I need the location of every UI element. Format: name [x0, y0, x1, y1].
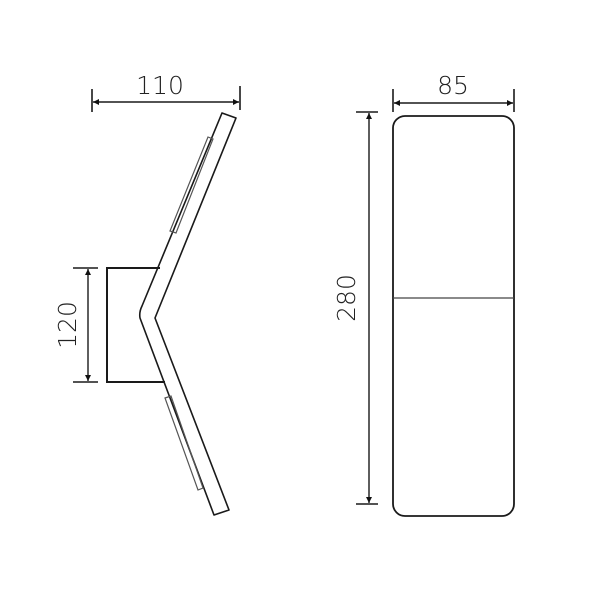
lamp-front-outline: [392, 115, 515, 517]
wall-bracket: [106, 267, 165, 383]
dimension-280-label: 280: [332, 274, 361, 322]
dimension-110: [91, 86, 241, 112]
led-strip-lower: [164, 395, 204, 491]
dimension-85-label: 85: [437, 71, 469, 100]
dimension-110-label: 110: [136, 71, 184, 100]
dimension-85: [392, 89, 515, 112]
side-view: 110 120: [53, 71, 241, 516]
dimension-280: [356, 111, 378, 505]
dimension-120: [73, 267, 98, 383]
led-strip-upper: [169, 136, 214, 234]
front-view: 85 280: [332, 71, 515, 517]
dimension-120-label: 120: [53, 301, 82, 349]
lamp-body-profile: [138, 112, 237, 516]
